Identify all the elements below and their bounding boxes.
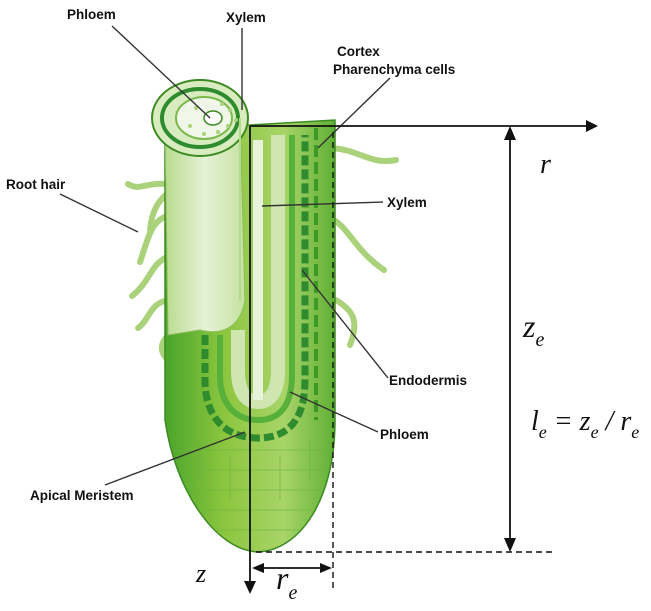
math-r-axis: r (540, 149, 551, 180)
label-root-hair: Root hair (6, 177, 66, 192)
math-ze: ze (522, 308, 544, 351)
math-ze-sub: e (535, 329, 544, 351)
math-re-sub: e (288, 582, 297, 604)
label-cortex-line2: Pharenchyma cells (333, 62, 455, 77)
math-z-axis: z (195, 559, 206, 588)
label-endodermis: Endodermis (389, 373, 467, 388)
z-axis-arrowhead (244, 581, 256, 594)
label-xylem-top: Xylem (226, 10, 266, 25)
eq-slash: / r (599, 406, 632, 437)
math-equation: le = ze / re (531, 406, 639, 442)
label-xylem-mid: Xylem (387, 195, 427, 210)
label-phloem-top: Phloem (67, 7, 116, 22)
label-apical-meristem: Apical Meristem (30, 488, 134, 503)
math-re: re (276, 560, 297, 604)
math-ze-var: z (522, 308, 536, 344)
math-re-var: r (276, 560, 289, 596)
label-phloem-bottom: Phloem (380, 427, 429, 442)
eq-mid-sub: e (591, 422, 599, 442)
leader-cortex (318, 78, 390, 148)
leader-root-hair (60, 194, 138, 232)
eq-end-sub: e (631, 422, 639, 442)
eq-mid: = z (547, 406, 591, 437)
r-axis-arrowhead (586, 120, 598, 132)
label-cortex-line1: Cortex (337, 44, 380, 59)
eq-l-sub: e (539, 422, 547, 442)
